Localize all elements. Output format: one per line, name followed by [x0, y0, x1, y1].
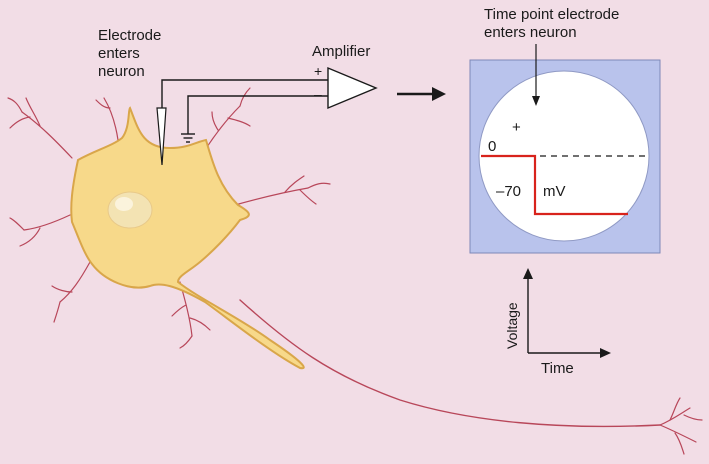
label-scope-mv: mV [543, 183, 566, 200]
label-amp-plus: + [314, 63, 322, 79]
electrode-circuit [156, 66, 378, 166]
wire-positive [161, 79, 328, 108]
label-electrode-line2: enters [98, 45, 140, 62]
oscilloscope [469, 44, 661, 254]
label-timepoint-line1: Time point electrode [484, 6, 619, 23]
amplifier-icon [327, 66, 378, 110]
cell-body [70, 106, 305, 370]
wire-negative [187, 95, 328, 128]
label-scope-zero: 0 [488, 138, 496, 155]
label-amplifier: Amplifier [312, 43, 370, 60]
nucleus [107, 191, 153, 229]
label-scope-neg70: –70 [496, 183, 521, 200]
signal-arrow-icon [397, 87, 446, 101]
neuron [7, 87, 703, 455]
dendrites [7, 87, 703, 455]
timepoint-arrow-icon [532, 44, 540, 106]
label-amp-minus: – [314, 86, 322, 102]
label-electrode-line1: Electrode [98, 27, 161, 44]
label-scope-plus: + [512, 119, 521, 136]
axes-legend [523, 268, 611, 358]
label-timepoint-line2: enters neuron [484, 24, 577, 41]
voltage-trace [481, 154, 628, 216]
nucleus-highlight [115, 197, 133, 211]
label-axis-time: Time [541, 360, 574, 377]
label-electrode-line3: neuron [98, 63, 145, 80]
label-axis-voltage: Voltage [504, 302, 520, 349]
ground-icon [181, 128, 195, 143]
text-labels: Electrode enters neuron Amplifier + – Ti… [98, 6, 619, 377]
